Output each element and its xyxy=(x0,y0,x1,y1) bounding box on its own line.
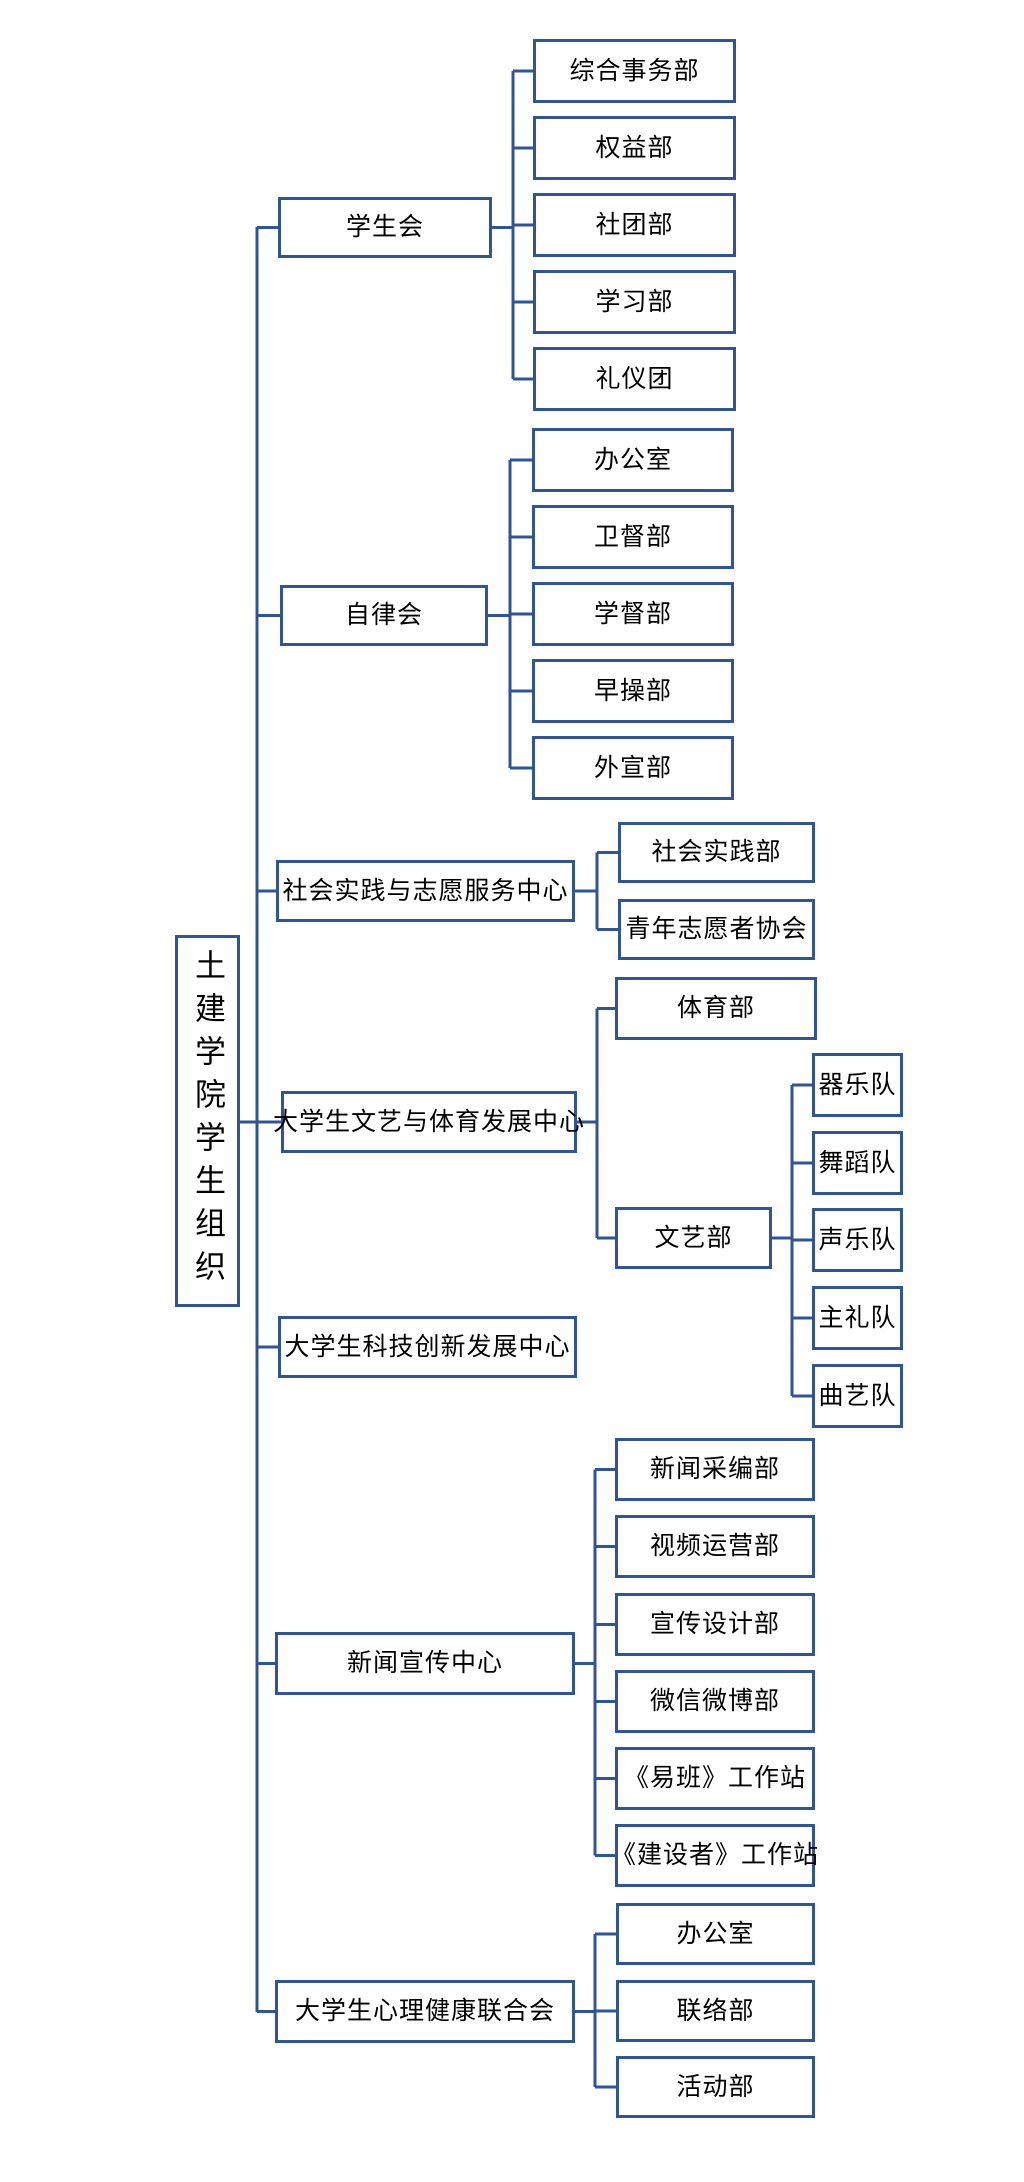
node-sci-tech-innovation-center: 大学生科技创新发展中心 xyxy=(278,1316,577,1378)
connector-student-union xyxy=(492,69,533,381)
node-hygiene-supervision-dept: 卫督部 xyxy=(532,505,734,569)
node-video-operation-dept: 视频运营部 xyxy=(615,1515,815,1578)
node-social-practice-volunteer-center: 社会实践与志愿服务中心 xyxy=(276,860,575,922)
node-publicity-design-dept: 宣传设计部 xyxy=(615,1593,815,1656)
node-arts-dept: 文艺部 xyxy=(615,1207,772,1269)
node-general-affairs-dept: 综合事务部 xyxy=(533,39,736,103)
node-vocal-team: 声乐队 xyxy=(812,1208,903,1272)
node-liaison-dept: 联络部 xyxy=(616,1980,815,2042)
node-student-union: 学生会 xyxy=(278,197,492,258)
connector-arts-dept-teams xyxy=(772,1083,812,1398)
node-study-dept: 学习部 xyxy=(533,270,736,334)
node-wechat-weibo-dept: 微信微博部 xyxy=(615,1670,815,1733)
node-mh-office-dept: 办公室 xyxy=(616,1903,815,1965)
node-news-publicity-center: 新闻宣传中心 xyxy=(275,1632,575,1695)
node-activity-dept: 活动部 xyxy=(616,2056,815,2118)
node-morning-exercise-dept: 早操部 xyxy=(532,659,734,723)
node-etiquette-team: 礼仪团 xyxy=(533,347,736,411)
node-arts-sports-center: 大学生文艺与体育发展中心 xyxy=(273,1091,584,1153)
node-mental-health-federation: 大学生心理健康联合会 xyxy=(275,1980,575,2043)
node-yiban-workstation: 《易班》工作站 xyxy=(615,1747,815,1810)
node-builder-workstation: 《建设者》工作站 xyxy=(611,1824,818,1887)
node-clubs-dept: 社团部 xyxy=(533,193,736,257)
connector-self-discipline xyxy=(488,458,532,770)
connector-arts-sports xyxy=(577,1007,615,1240)
node-instrumental-team: 器乐队 xyxy=(812,1053,903,1117)
node-study-supervision-dept: 学督部 xyxy=(532,582,734,646)
node-dance-team: 舞蹈队 xyxy=(812,1131,903,1195)
node-ceremony-team: 主礼队 xyxy=(812,1286,903,1350)
node-youth-volunteers-assoc: 青年志愿者协会 xyxy=(618,899,815,960)
node-sports-dept: 体育部 xyxy=(615,977,817,1040)
node-office-dept: 办公室 xyxy=(532,428,734,492)
node-self-discipline-assoc: 自律会 xyxy=(280,585,488,646)
node-rights-dept: 权益部 xyxy=(533,116,736,180)
connector-social-practice xyxy=(575,851,618,931)
node-news-editing-dept: 新闻采编部 xyxy=(615,1438,815,1501)
connector-mental-health xyxy=(575,1932,616,2089)
node-external-publicity-dept: 外宣部 xyxy=(532,736,734,800)
connector-main-trunk xyxy=(240,226,281,2013)
connector-news-publicity xyxy=(575,1468,615,1857)
node-social-practice-dept: 社会实践部 xyxy=(618,822,815,883)
node-quyi-team: 曲艺队 xyxy=(812,1364,903,1428)
node-root-civil-engineering-student-org: 土建学院学生组织 xyxy=(175,935,240,1307)
